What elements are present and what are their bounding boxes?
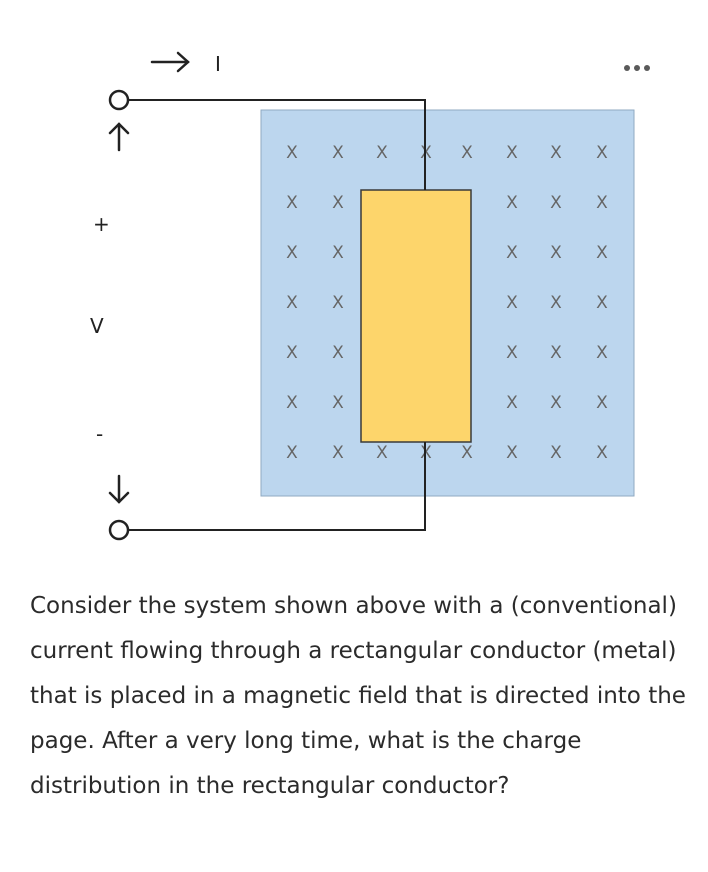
field-x-symbol: X (286, 193, 298, 213)
field-x-symbol: X (286, 243, 298, 263)
field-x-symbol: X (596, 243, 608, 263)
field-x-symbol: X (506, 293, 518, 313)
field-x-symbol: X (506, 343, 518, 363)
field-x-symbol: X (596, 343, 608, 363)
field-x-symbol: X (332, 143, 344, 163)
field-x-symbol: X (332, 443, 344, 463)
field-x-symbol: X (596, 143, 608, 163)
field-x-symbol: X (332, 293, 344, 313)
field-x-symbol: X (332, 193, 344, 213)
bottom-wire (128, 442, 426, 531)
current-arrow-icon (150, 51, 190, 73)
field-x-symbol: X (286, 143, 298, 163)
field-x-symbol: X (506, 393, 518, 413)
question-text: Consider the system shown above with a (… (30, 593, 686, 799)
field-x-symbol: X (286, 293, 298, 313)
field-x-symbol: X (550, 293, 562, 313)
field-x-symbol: X (550, 443, 562, 463)
field-x-symbol: X (550, 243, 562, 263)
field-x-symbol: X (550, 143, 562, 163)
field-x-symbol: X (332, 393, 344, 413)
field-x-symbol: X (461, 143, 473, 163)
minus-sign: - (96, 422, 103, 446)
field-x-symbol: X (506, 193, 518, 213)
field-x-symbol: X (506, 243, 518, 263)
field-x-symbol: X (376, 443, 388, 463)
field-x-symbol: X (376, 143, 388, 163)
field-x-symbol: X (596, 393, 608, 413)
field-x-symbol: X (286, 443, 298, 463)
field-x-symbol: X (596, 293, 608, 313)
more-options-icon[interactable] (624, 56, 658, 71)
up-arrow-icon (108, 122, 130, 152)
field-x-symbol: X (550, 393, 562, 413)
field-x-symbol: X (461, 443, 473, 463)
field-x-symbol: X (332, 343, 344, 363)
top-terminal (108, 89, 130, 111)
rectangular-conductor (360, 189, 472, 443)
hall-effect-diagram: X X X X X X X X X X X X X X X X X X X X X X X X X X X X X X X X X X X X X X X X… (90, 51, 635, 541)
field-symbol-grid: X X X X X X X X X X X X X X X X X X X X X X X X X X X X X X X X X X X X X X X X… (286, 143, 608, 463)
field-x-symbol: X (596, 443, 608, 463)
plus-sign: + (93, 212, 110, 236)
voltage-label: V (90, 314, 104, 338)
field-x-symbol: X (420, 443, 432, 463)
field-x-symbol: X (332, 243, 344, 263)
field-x-symbol: X (550, 343, 562, 363)
down-arrow-icon (108, 474, 130, 504)
field-x-symbol: X (506, 443, 518, 463)
bottom-terminal (108, 519, 130, 541)
field-x-symbol: X (420, 143, 432, 163)
field-x-symbol: X (550, 193, 562, 213)
field-x-symbol: X (506, 143, 518, 163)
field-x-symbol: X (286, 343, 298, 363)
top-wire (128, 99, 426, 190)
field-x-symbol: X (286, 393, 298, 413)
current-label: I (215, 52, 221, 76)
field-x-symbol: X (596, 193, 608, 213)
